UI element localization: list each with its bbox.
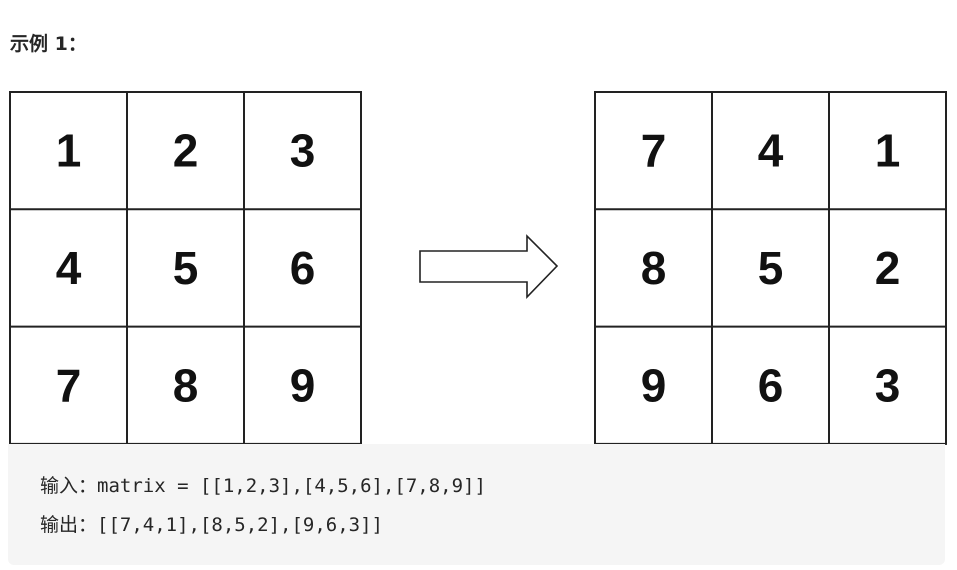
input-matrix-grid: 1 2 3 4 5 6 7 8 9 <box>9 91 362 445</box>
output-matrix-grid: 7 4 1 8 5 2 9 6 3 <box>594 91 947 445</box>
output-matrix-frame <box>594 91 947 445</box>
rotation-figure: 1 2 3 4 5 6 7 8 9 7 4 1 8 5 2 9 6 3 <box>9 91 947 445</box>
input-matrix-cell-value: 5 <box>173 242 199 294</box>
output-matrix-cell-value: 9 <box>641 359 667 411</box>
right-arrow-icon <box>419 234 559 299</box>
output-matrix-cell-value: 7 <box>641 125 667 177</box>
input-matrix-cell-value: 9 <box>290 359 316 411</box>
input-matrix-cell-value: 1 <box>56 125 82 177</box>
output-line: 输出：[[7,4,1],[8,5,2],[9,6,3]] <box>40 514 383 536</box>
output-matrix-cell-value: 8 <box>641 242 667 294</box>
input-matrix-cell-value: 3 <box>290 125 316 177</box>
input-matrix-cell-value: 7 <box>56 359 82 411</box>
input-matrix-cell-value: 2 <box>173 125 199 177</box>
output-matrix-cell-value: 4 <box>758 125 784 177</box>
input-matrix-cell-value: 4 <box>56 242 82 294</box>
input-line: 输入：matrix = [[1,2,3],[4,5,6],[7,8,9]] <box>40 475 486 497</box>
output-matrix-cell-value: 1 <box>875 125 901 177</box>
input-matrix-frame <box>9 91 362 445</box>
output-matrix-cell-value: 5 <box>758 242 784 294</box>
output-matrix-cell-value: 6 <box>758 359 784 411</box>
example-heading: 示例 1： <box>10 33 87 55</box>
output-matrix-cell-value: 3 <box>875 359 901 411</box>
output-matrix-cell-value: 2 <box>875 242 901 294</box>
input-matrix-cell-value: 6 <box>290 242 316 294</box>
example-code-block: 输入：matrix = [[1,2,3],[4,5,6],[7,8,9]] 输出… <box>8 444 945 565</box>
input-matrix-cell-value: 8 <box>173 359 199 411</box>
